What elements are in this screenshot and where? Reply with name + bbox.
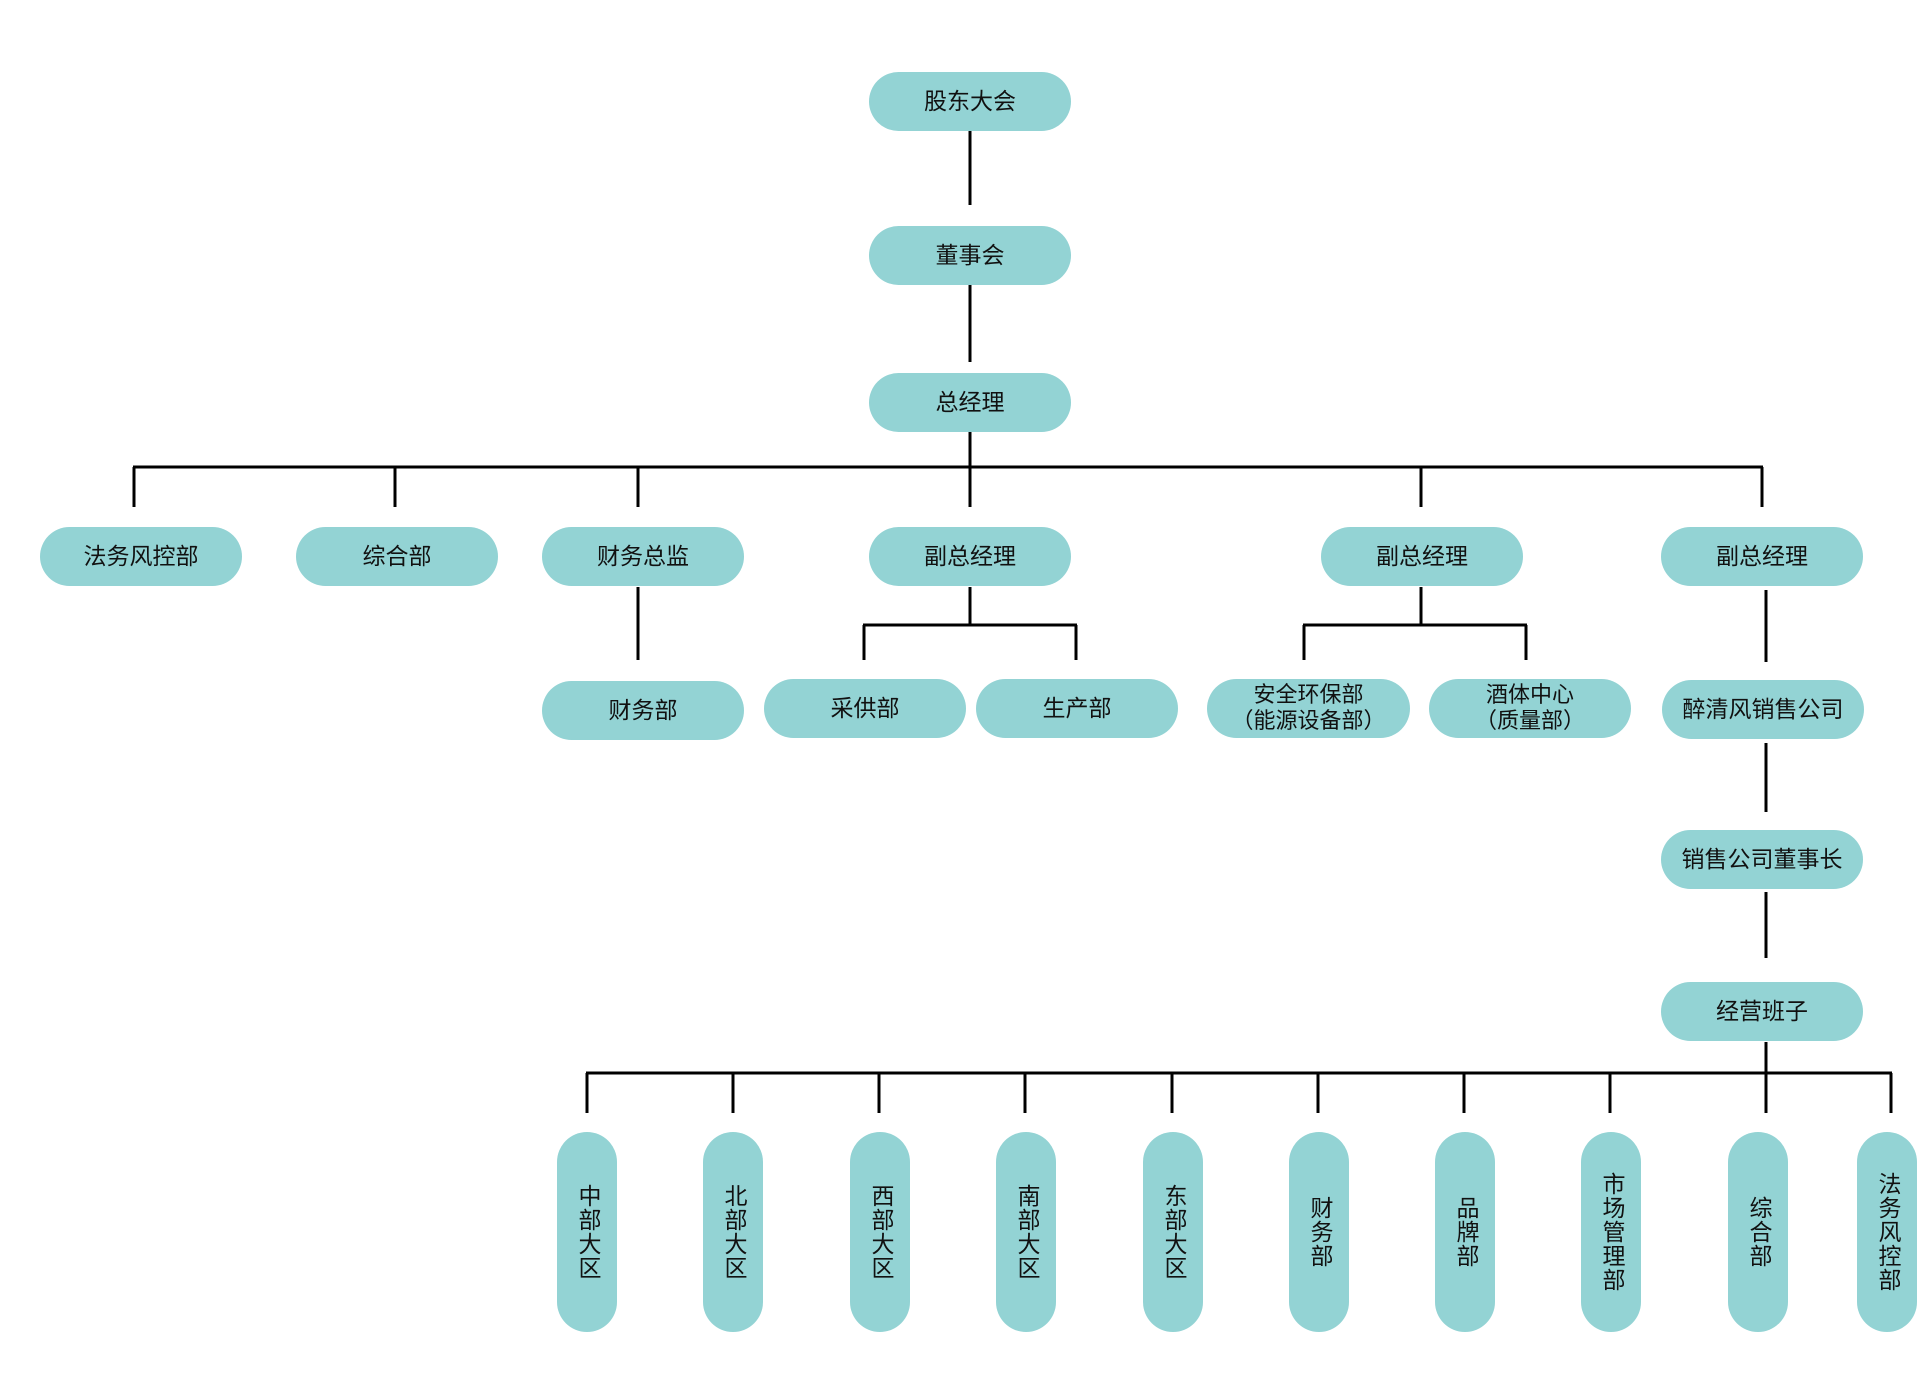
node-east-region: 东部大区 bbox=[1143, 1132, 1203, 1332]
safety-line-2: （能源设备部） bbox=[1231, 708, 1386, 734]
node-vice-gm-1: 副总经理 bbox=[869, 527, 1071, 586]
node-north-region: 北部大区 bbox=[703, 1132, 763, 1332]
node-market-mgmt: 市场管理部 bbox=[1581, 1132, 1641, 1332]
node-vice-gm-2: 副总经理 bbox=[1321, 527, 1523, 586]
node-safety-env: 安全环保部（能源设备部） bbox=[1207, 679, 1410, 738]
node-sales-legal: 法务风控部 bbox=[1857, 1132, 1917, 1332]
node-sales-general: 综合部 bbox=[1728, 1132, 1788, 1332]
node-legal-risk: 法务风控部 bbox=[40, 527, 242, 586]
node-management-team: 经营班子 bbox=[1661, 982, 1863, 1041]
node-general-dept: 综合部 bbox=[296, 527, 498, 586]
node-general-manager: 总经理 bbox=[869, 373, 1071, 432]
node-brand-dept: 品牌部 bbox=[1435, 1132, 1495, 1332]
node-sales-chairman: 销售公司董事长 bbox=[1661, 830, 1863, 889]
node-south-region: 南部大区 bbox=[996, 1132, 1056, 1332]
liquor-line-2: （质量部） bbox=[1474, 708, 1585, 734]
node-shareholders: 股东大会 bbox=[869, 72, 1071, 131]
liquor-line-1: 酒体中心 bbox=[1485, 682, 1574, 708]
node-production: 生产部 bbox=[976, 679, 1178, 738]
node-west-region: 西部大区 bbox=[850, 1132, 910, 1332]
node-vice-gm-3: 副总经理 bbox=[1661, 527, 1863, 586]
node-central-region: 中部大区 bbox=[557, 1132, 617, 1332]
node-procurement: 采供部 bbox=[764, 679, 966, 738]
node-finance-dept: 财务部 bbox=[542, 681, 744, 740]
node-sales-finance: 财务部 bbox=[1289, 1132, 1349, 1332]
node-cfo: 财务总监 bbox=[542, 527, 744, 586]
node-liquor-center: 酒体中心（质量部） bbox=[1429, 679, 1631, 738]
safety-line-1: 安全环保部 bbox=[1253, 682, 1364, 708]
node-sales-company: 醉清风销售公司 bbox=[1662, 680, 1864, 739]
node-board: 董事会 bbox=[869, 226, 1071, 285]
